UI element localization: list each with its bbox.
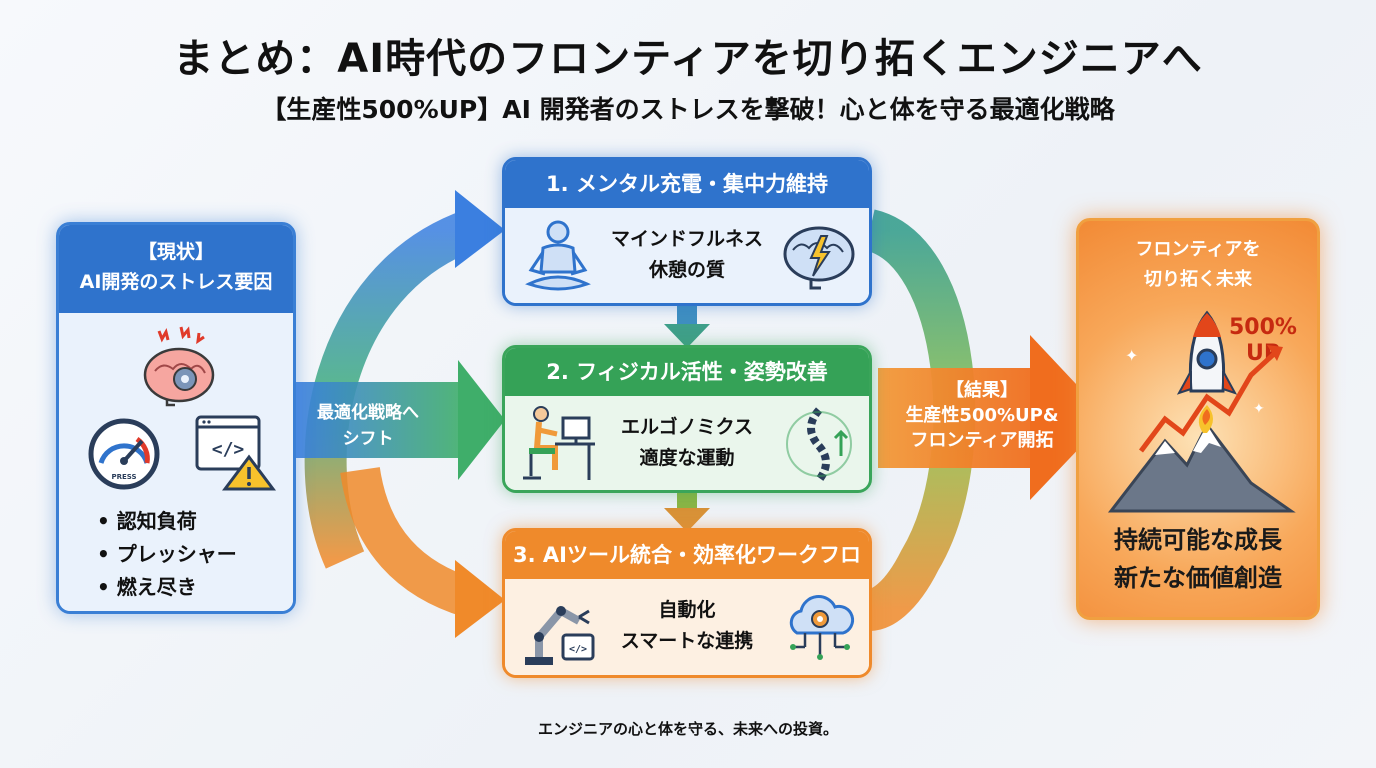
strategy-text-line2: 適度な運動 [639,447,735,469]
future-outcome-line1: 持続可能な成長 [1114,526,1282,554]
arrow-box2-to-box3 [664,508,710,532]
stress-factor: プレッシャー [97,538,237,571]
future-outcome-line2: 新たな価値創造 [1114,564,1282,592]
stress-factor-list: 認知負荷 プレッシャー 燃え尽き [97,505,237,604]
current-state-heading-line1: 【現状】 [137,241,214,263]
spine-posture-icon [786,407,852,483]
ergonomic-desk-icon [523,406,595,480]
shift-arrow-body [296,382,462,458]
meditation-icon [525,220,591,291]
svg-text:✦: ✦ [1253,401,1265,417]
svg-text:</>: </> [569,644,587,655]
future-heading: フロンティアを 切り拓く未来 [1079,235,1317,295]
current-state-panel: 【現状】 AI開発のストレス要因 PRESS </> [56,222,296,614]
future-heading-line1: フロンティアを [1135,239,1261,260]
left-arc-lower [340,466,477,618]
code-window-warning-icon: </> [195,415,276,491]
stressed-brain-icon [143,326,215,407]
result-label-line1: 【結果】 [946,380,1018,401]
result-label-line2: 生産性500%UP& [905,405,1059,426]
svg-text:✦: ✦ [1125,346,1138,365]
gauge-label: PRESS [111,473,136,481]
shift-label: 最適化戦略へ シフト [298,400,438,452]
cloud-gear-icon [789,595,855,660]
strategy-text: マインドフルネス 休憩の質 [597,224,777,286]
growth-badge-line1: 500% [1229,315,1297,340]
strategy-text-line1: マインドフルネス [610,228,763,250]
strategy-text: 自動化 スマートな連携 [597,595,777,657]
page-subtitle: 【生産性500%UP】AI 開発者のストレスを撃破！心と体を守る最適化戦略 [261,95,1115,124]
right-arc-arrow [863,209,976,631]
strategy-text-line2: スマートな連携 [620,630,754,652]
current-state-heading: 【現状】 AI開発のストレス要因 [59,225,293,313]
strategy-text: エルゴノミクス 適度な運動 [597,412,777,474]
result-label-line3: フロンティア開拓 [910,430,1054,451]
page-title: まとめ：AI時代のフロンティアを切り拓くエンジニアへ [173,36,1203,82]
strategy-mental-box: 1. メンタル充電・集中力維持 マインドフルネス 休憩の質 [502,157,872,306]
shift-label-line1: 最適化戦略へ [317,403,419,423]
current-state-heading-line2: AI開発のストレス要因 [79,271,273,293]
strategy-physical-box: 2. フィジカル活性・姿勢改善 エルゴノミクス 適度な運動 [502,345,872,493]
strategy-text-line2: 休憩の質 [648,259,725,281]
strategy-title: 2. フィジカル活性・姿勢改善 [505,348,869,396]
brain-lightning-icon [783,226,855,290]
arrowhead-to-box2 [458,360,505,480]
strategy-text-line1: 自動化 [658,599,716,621]
future-panel: フロンティアを 切り拓く未来 500% UP ✦ ✦ 持続可能な成長 新たな価値… [1076,218,1320,620]
strategy-body: エルゴノミクス 適度な運動 [505,396,869,490]
arrowhead-to-box3 [455,560,505,638]
strategy-title: 1. メンタル充電・集中力維持 [505,160,869,208]
arrow-box1-to-box2 [664,324,710,348]
left-arc-arrow [304,210,478,569]
strategy-title: 3. AIツール統合・効率化ワークフロー [505,531,869,615]
robot-arm-icon: </> [525,605,595,665]
strategy-ai-tools-box: 3. AIツール統合・効率化ワークフロー </> 自動化 スマートな連携 [502,528,872,678]
strategy-body: マインドフルネス 休憩の質 [505,208,869,303]
current-state-body: PRESS </> 認知負荷 プレッシャー 燃え尽き [59,313,293,611]
future-outcomes: 持続可能な成長 新たな価値創造 [1079,521,1317,597]
result-arrowhead [1030,335,1108,500]
footer-tagline: エンジニアの心と体を守る、未来への投資。 [537,720,838,738]
strategy-body: </> 自動化 スマートな連携 [505,579,869,675]
svg-text:</>: </> [212,439,245,460]
future-heading-line2: 切り拓く未来 [1144,269,1252,290]
rocket-mountain-icon: ✦ ✦ [1107,310,1296,513]
strategy-text-line1: エルゴノミクス [620,416,754,438]
result-label: 【結果】 生産性500%UP& フロンティア開拓 [884,378,1080,453]
stress-factor: 燃え尽き [97,571,237,604]
result-arrow-body [878,368,1038,468]
arrowhead-to-box1 [455,190,505,268]
pressure-gauge-icon: PRESS [88,418,160,490]
stress-factor: 認知負荷 [97,505,237,538]
shift-label-line2: シフト [342,429,394,449]
